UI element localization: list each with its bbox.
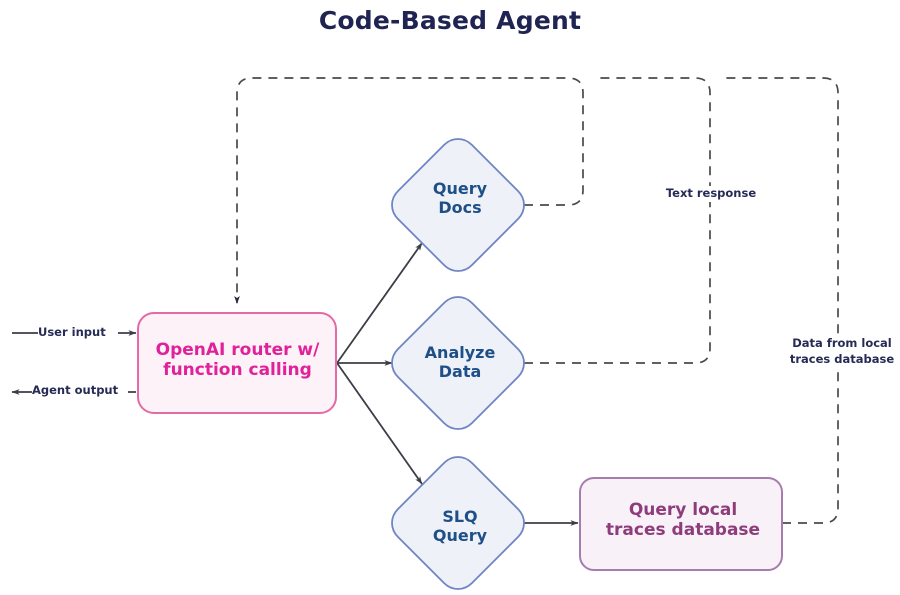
- edge-text-response: [234, 77, 584, 304]
- node-traces-database[interactable]: [579, 477, 783, 571]
- node-query-docs[interactable]: [391, 138, 525, 272]
- edge-analyze-return: [524, 77, 711, 364]
- edge-data-from-db: [724, 77, 839, 524]
- node-slq-query[interactable]: [391, 456, 525, 590]
- edge-label-data-from-db: Data from local traces database: [784, 336, 900, 368]
- node-openai-router[interactable]: [137, 312, 337, 414]
- edge-router-to-slq-query: [336, 362, 423, 485]
- edge-label-text-response: Text response: [660, 186, 762, 202]
- edge-label-agent-output: Agent output: [32, 383, 128, 399]
- page-title: Code-Based Agent: [318, 6, 582, 35]
- edge-router-to-query-docs: [336, 242, 423, 364]
- node-analyze-data[interactable]: [391, 296, 525, 430]
- edge-label-user-input: User input: [38, 325, 118, 341]
